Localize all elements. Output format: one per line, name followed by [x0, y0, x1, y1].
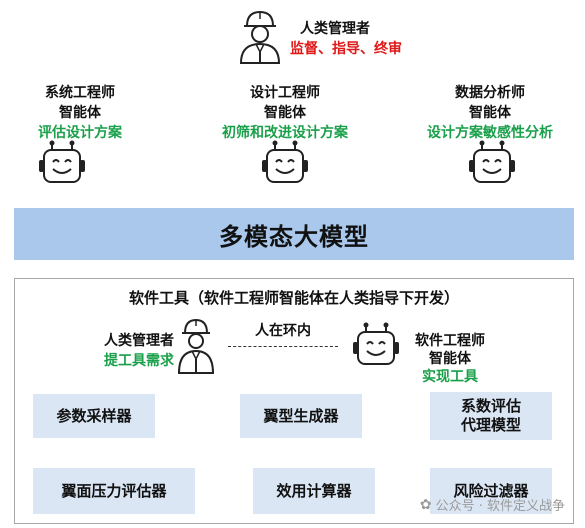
- wechat-icon: ✿: [419, 496, 432, 513]
- robot-icon: [352, 322, 400, 368]
- tool-coefficient-surrogate-label: 系数评估 代理模型: [460, 397, 521, 434]
- software-engineer-role: 软件工程师: [415, 333, 485, 349]
- robot-icon: [468, 140, 516, 186]
- agent-1-type: 智能体: [59, 105, 101, 121]
- human-in-loop-label: 人在环内: [255, 323, 311, 339]
- tool-airfoil-generator: 翼型生成器: [240, 394, 362, 438]
- human-manager-icon: [237, 8, 283, 64]
- top-manager-title: 人类管理者: [300, 21, 370, 37]
- agent-3-role: 数据分析师: [455, 85, 525, 101]
- multimodal-model-bar: 多模态大模型: [14, 208, 574, 260]
- tool-risk-filter: 风险过滤器: [430, 468, 552, 514]
- agent-3-task: 设计方案敏感性分析: [427, 125, 553, 141]
- agent-3-type: 智能体: [469, 105, 511, 121]
- agent-2-task: 初筛和改进设计方案: [222, 125, 348, 141]
- agent-2-type: 智能体: [264, 105, 306, 121]
- tool-utility-calculator: 效用计算器: [253, 468, 375, 514]
- tool-parameter-sampler: 参数采样器: [33, 394, 155, 438]
- agent-1-role: 系统工程师: [45, 85, 115, 101]
- tool-coefficient-surrogate: 系数评估 代理模型: [430, 392, 552, 440]
- loop-dashed-connector: [228, 346, 338, 347]
- watermark-text: 公众号 · 软件定义战争: [435, 499, 565, 514]
- software-engineer-type: 智能体: [429, 351, 471, 367]
- robot-icon: [261, 140, 309, 186]
- model-bar-label: 多模态大模型: [219, 222, 369, 251]
- watermark: ✿ 公众号 · 软件定义战争: [419, 495, 565, 515]
- software-panel-title: 软件工具（软件工程师智能体在人类指导下开发）: [128, 289, 459, 307]
- software-engineer-task: 实现工具: [422, 369, 478, 385]
- robot-icon: [38, 140, 86, 186]
- agent-1-task: 评估设计方案: [38, 125, 122, 141]
- software-manager-title: 人类管理者: [104, 333, 174, 349]
- tool-surface-pressure-evaluator: 翼面压力评估器: [33, 468, 195, 514]
- top-manager-duties: 监督、指导、终审: [290, 41, 402, 57]
- human-manager-icon: [176, 316, 216, 374]
- agent-2-role: 设计工程师: [250, 85, 320, 101]
- software-manager-task: 提工具需求: [104, 353, 174, 369]
